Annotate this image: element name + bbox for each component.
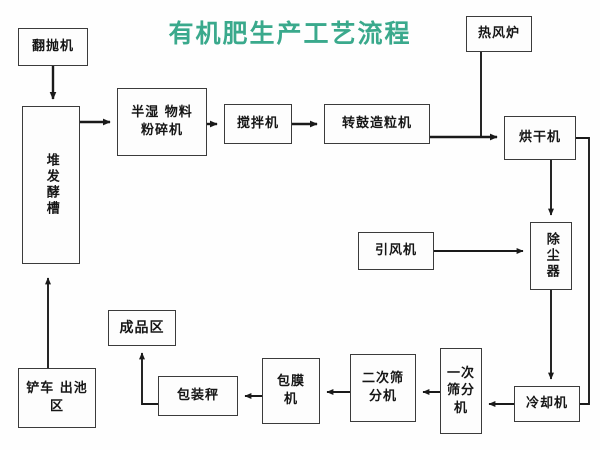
page-title: 有机肥生产工艺流程: [168, 19, 412, 48]
node-label: 成品区: [119, 319, 165, 336]
node-lengqueji[interactable]: 冷却机: [514, 386, 580, 422]
node-refenglu[interactable]: 热风炉: [466, 16, 532, 52]
node-zaolji[interactable]: 转鼓造粒机: [324, 104, 430, 144]
node-label: 翻抛机: [31, 39, 74, 55]
node-jiaobanji[interactable]: 搅拌机: [224, 104, 292, 144]
node-label: 搅拌机: [236, 116, 279, 132]
node-yicishai[interactable]: 一次 筛分 机: [440, 348, 482, 434]
node-baozhuang[interactable]: 包装秤: [158, 376, 238, 416]
node-label: 堆发酵槽: [43, 153, 59, 217]
node-label: 热风炉: [477, 26, 520, 42]
node-chengpinqu[interactable]: 成品区: [108, 310, 176, 346]
node-fensuiji[interactable]: 半湿 物料 粉碎机: [117, 88, 207, 156]
node-label: 引风机: [374, 243, 417, 259]
node-label: 除尘器: [543, 232, 559, 280]
node-chanche[interactable]: 铲车 出池 区: [18, 368, 96, 428]
node-label: 烘干机: [518, 130, 561, 146]
node-fajiaocao[interactable]: 堆发酵槽: [22, 106, 80, 264]
node-label: 一次 筛分 机: [446, 365, 475, 416]
node-chuchenqi[interactable]: 除尘器: [530, 222, 572, 290]
node-label: 二次筛 分机: [361, 371, 404, 404]
node-label: 冷却机: [525, 396, 568, 412]
node-label: 转鼓造粒机: [341, 116, 412, 132]
node-fanpaoji[interactable]: 翻抛机: [18, 28, 88, 66]
node-label: 铲车 出池 区: [26, 381, 88, 414]
node-label: 包装秤: [176, 388, 219, 404]
node-ercishai[interactable]: 二次筛 分机: [350, 354, 416, 422]
node-label: 半湿 物料 粉碎机: [131, 105, 193, 138]
node-yinfengji[interactable]: 引风机: [358, 232, 434, 270]
node-baomoji[interactable]: 包膜 机: [262, 358, 320, 424]
edge-hongganji-to-lengqueji: [576, 137, 590, 405]
edge-baozhuang-to-chengpinqu: [139, 352, 158, 405]
node-hongganji[interactable]: 烘干机: [504, 116, 576, 160]
node-label: 包膜 机: [276, 374, 305, 407]
